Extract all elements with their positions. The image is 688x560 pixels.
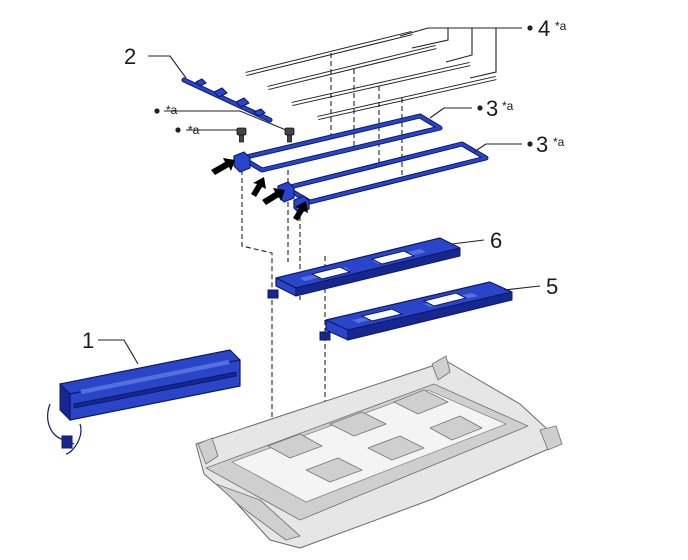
rail-4-2 [267, 44, 437, 91]
bolt-right-icon [284, 127, 295, 143]
callout-6-number: 6 [490, 228, 502, 253]
rail-4-3 [291, 61, 471, 107]
callout-4-number: 4 [538, 16, 550, 41]
part-5-bracket [319, 281, 513, 341]
bullet-icon [527, 25, 533, 31]
bolt-left-mark: *a [166, 103, 178, 117]
callout-3b-mark: *a [553, 135, 565, 149]
bullet-icon [175, 127, 181, 133]
installation-arrow-icon [293, 201, 308, 221]
part-4-rails [245, 30, 497, 121]
rail-4-4 [317, 75, 497, 121]
part-3-frame-lower [277, 141, 489, 214]
installation-arrow-icon [262, 188, 285, 205]
bolt-right-mark: *a [188, 123, 200, 137]
callout-3a-number: 3 [486, 96, 498, 121]
installation-arrow-icon [251, 177, 266, 197]
part-6-bracket [267, 237, 461, 299]
leader-lines [98, 27, 541, 365]
callout-5-number: 5 [546, 274, 558, 299]
bullet-icon [477, 105, 483, 111]
bullet-icon [154, 108, 160, 114]
rail-4-1 [245, 30, 413, 77]
part-2-bracket [181, 77, 273, 123]
callout-3a-mark: *a [502, 99, 514, 113]
part-1-battery-module [47, 349, 241, 455]
bullet-icon [527, 141, 533, 147]
callout-4-mark: *a [555, 19, 567, 33]
callout-3b-number: 3 [536, 132, 548, 157]
callout-2-number: 2 [124, 44, 136, 69]
installation-arrow-icon [211, 158, 235, 175]
part-3-frame-upper [233, 113, 443, 173]
callout-1-number: 1 [82, 328, 94, 353]
bolt-left-icon [236, 127, 247, 143]
battery-tray [195, 355, 563, 549]
